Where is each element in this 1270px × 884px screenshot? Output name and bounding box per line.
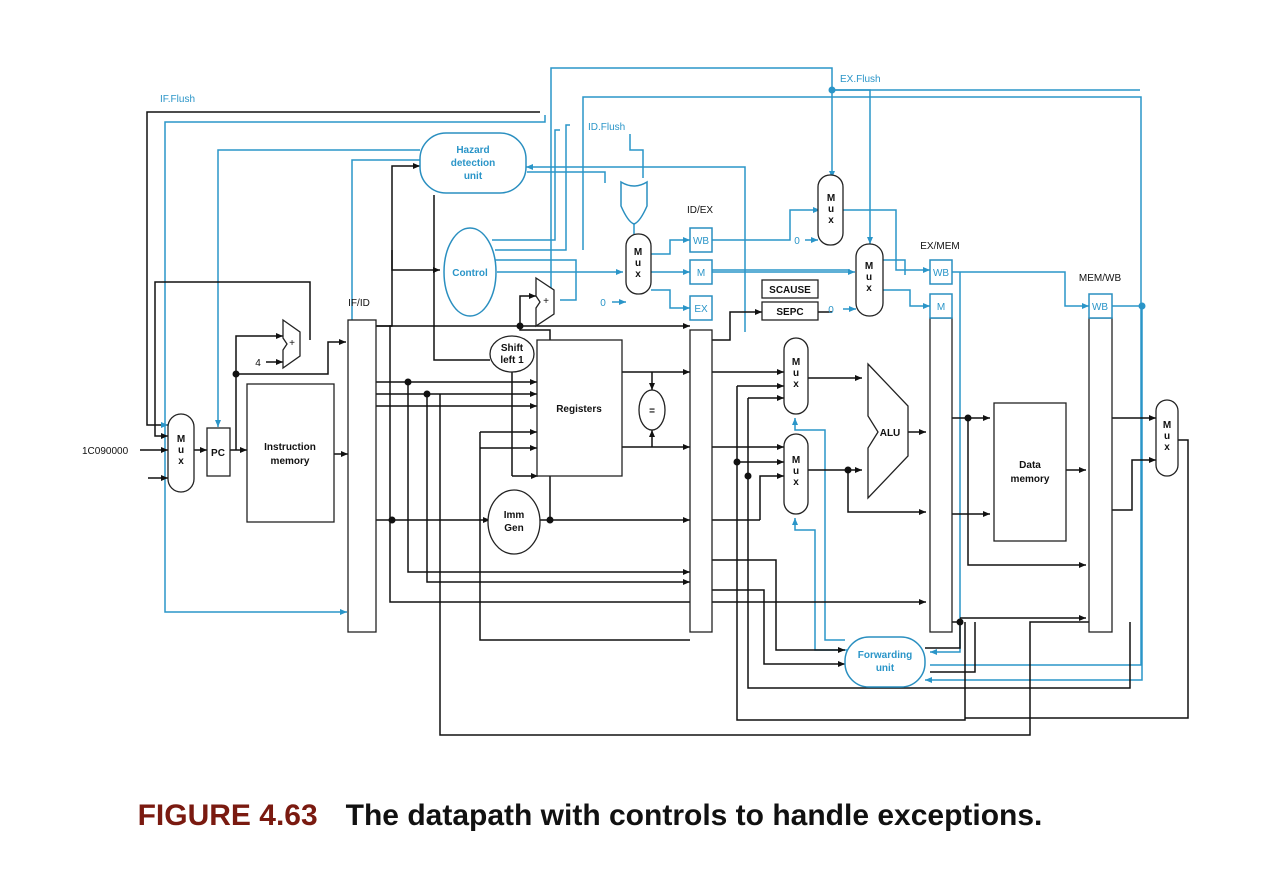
register-file: Registers [536,339,623,477]
svg-text:WB: WB [693,236,709,247]
svg-text:WB: WB [1092,302,1108,313]
svg-text:u: u [866,272,872,283]
svg-text:u: u [828,204,834,215]
ex-flush-m-mux: M u x 0 [828,243,884,317]
id-flush-label: ID.Flush [588,122,625,133]
svg-text:unit: unit [876,663,895,674]
svg-text:Forwarding: Forwarding [858,650,912,661]
svg-text:PC: PC [211,448,225,459]
id-flush-or-gate [620,180,648,225]
svg-text:0: 0 [794,236,800,247]
svg-text:Instruction: Instruction [264,442,316,453]
svg-text:M: M [937,302,945,313]
if-id-register: IF/ID [347,298,377,633]
alu-mux-b: M u x [783,433,809,515]
scause-register: SCAUSE [761,279,819,299]
svg-text:MEM/WB: MEM/WB [1079,273,1122,284]
pc-mux: M u x [167,413,195,493]
svg-text:u: u [793,466,799,477]
imm-gen: Imm Gen [487,489,541,555]
svg-text:x: x [793,477,799,488]
svg-text:Imm: Imm [504,510,525,521]
mem-wb-register: WB MEM/WB [1079,273,1122,633]
svg-text:EX/MEM: EX/MEM [920,241,959,252]
instruction-memory: Instruction memory [246,383,335,523]
svg-text:Control: Control [452,268,488,279]
svg-text:Gen: Gen [504,523,523,534]
svg-text:WB: WB [933,268,949,279]
branch-adder: + [535,276,555,328]
svg-text:u: u [178,445,184,456]
svg-text:M: M [827,193,835,204]
figure-number: FIGURE 4.63 [137,799,318,832]
svg-text:u: u [635,258,641,269]
svg-text:IF/ID: IF/ID [348,298,370,309]
svg-text:+: + [543,296,549,307]
svg-text:M: M [792,455,800,466]
exception-address: 1C090000 [82,446,129,457]
svg-text:x: x [828,215,834,226]
data-wires [140,111,1189,736]
svg-text:left 1: left 1 [500,355,524,366]
control-mux: M u x 0 [600,233,652,309]
svg-text:Shift: Shift [501,343,524,354]
svg-text:x: x [178,456,184,467]
svg-text:4: 4 [255,358,261,369]
svg-text:unit: unit [464,171,483,182]
svg-text:detection: detection [451,158,495,169]
svg-text:x: x [793,379,799,390]
svg-text:M: M [634,247,642,258]
svg-text:0: 0 [828,305,834,316]
svg-text:x: x [866,283,872,294]
svg-text:ALU: ALU [880,428,901,439]
ex-flush-label: EX.Flush [840,74,881,85]
svg-text:+: + [289,338,295,349]
svg-text:u: u [1164,431,1170,442]
svg-text:M: M [1163,420,1171,431]
svg-text:0: 0 [600,298,606,309]
hazard-detection-unit: Hazard detection unit [419,132,527,194]
svg-text:M: M [865,261,873,272]
svg-text:memory: memory [271,456,310,467]
svg-text:SEPC: SEPC [776,307,803,318]
svg-text:ID/EX: ID/EX [687,205,713,216]
ex-mem-register: WB M EX/MEM [920,241,960,633]
control-wires [164,67,1146,683]
if-flush-label: IF.Flush [160,94,195,105]
figure-title: The datapath with controls to handle exc… [345,799,1043,832]
svg-text:M: M [792,357,800,368]
control-unit: Control [443,227,497,317]
svg-text:M: M [177,434,185,445]
svg-text:Hazard: Hazard [456,145,489,156]
writeback-mux: M u x [1155,399,1179,477]
svg-text:Registers: Registers [556,404,602,415]
exception-datapath-diagram: Hazard detection unit Control M u x 0 M … [82,67,1189,736]
svg-text:EX: EX [694,304,708,315]
id-ex-register: WB M EX ID/EX [687,205,713,633]
pc-register: PC [206,427,231,477]
ex-flush-wb-mux: M u x 0 [794,174,844,247]
svg-text:SCAUSE: SCAUSE [769,285,811,296]
alu-mux-a: M u x [783,337,809,415]
sepc-register: SEPC [761,301,819,321]
svg-text:M: M [697,268,705,279]
equality-comparator: = [638,389,666,431]
svg-text:x: x [635,269,641,280]
shift-left-1: Shift left 1 [489,335,535,373]
svg-text:=: = [649,406,655,417]
figure-caption: FIGURE 4.63 The datapath with controls to… [0,798,1180,834]
svg-text:u: u [793,368,799,379]
forwarding-unit: Forwarding unit [844,636,926,688]
svg-text:memory: memory [1011,474,1050,485]
svg-text:x: x [1164,442,1170,453]
svg-text:Data: Data [1019,460,1041,471]
pc-adder: + 4 [255,318,301,370]
alu: ALU [867,362,909,500]
data-memory: Data memory [993,402,1067,542]
